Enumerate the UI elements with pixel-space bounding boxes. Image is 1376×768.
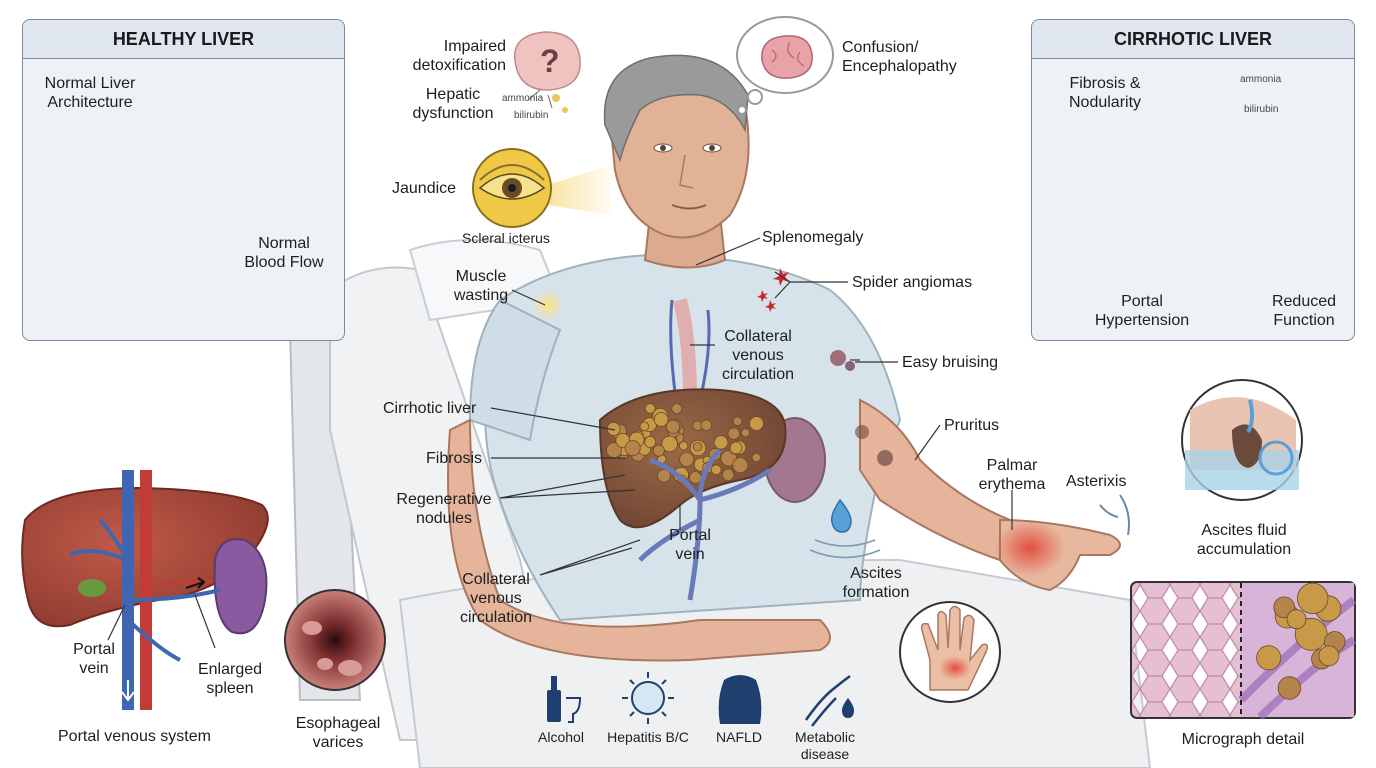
label-micrograph-detail: Micrograph detail <box>1181 731 1305 748</box>
nodule <box>727 427 741 440</box>
cirrhotic-panel-title: CIRRHOTIC LIVER <box>1032 20 1354 59</box>
nodule <box>661 435 678 453</box>
label-hepatic-dysfunction: Hepatic dysfunction <box>412 86 494 122</box>
nodule <box>678 441 689 451</box>
healthy-liver-panel: HEALTHY LIVER <box>22 19 345 341</box>
nodule <box>721 468 735 482</box>
nodule <box>710 464 722 476</box>
label-fibrosis: Fibrosis <box>426 450 483 467</box>
label-normal-blood-flow: Normal Blood Flow <box>244 235 324 271</box>
label-pruritus: Pruritus <box>944 417 1000 434</box>
label-collateral-circulation-top: Collateral venous circulation <box>721 328 795 383</box>
label-cirrhotic-liver: Cirrhotic liver <box>383 400 477 417</box>
nodule <box>624 440 641 457</box>
label-portal-vein: Portal vein <box>669 527 711 563</box>
label-ascites-formation: Ascites formation <box>842 565 910 601</box>
nodule <box>1296 582 1329 615</box>
question-brain-icon: ? <box>514 31 581 113</box>
nodule <box>652 444 665 457</box>
patient-illustration <box>447 54 1130 662</box>
spider-angioma-icons <box>757 268 789 312</box>
alcohol-bottle-icon <box>547 676 582 723</box>
nodule <box>741 428 751 438</box>
nodule <box>1318 645 1340 667</box>
svg-text:?: ? <box>540 43 560 79</box>
label-muscle-wasting: Muscle wasting <box>453 268 509 304</box>
portal-leaders <box>107 594 216 649</box>
label-portal-hypertension: Portal Hypertension <box>1094 293 1190 329</box>
label-bilirubin-panel: bilirubin <box>1244 104 1279 115</box>
nodule <box>732 416 743 427</box>
label-normal-architecture: Normal Liver Architecture <box>44 75 136 111</box>
palmar-erythema-icon <box>899 601 1001 703</box>
label-palmar-erythema: Palmar erythema <box>978 457 1046 493</box>
nodule <box>665 419 681 434</box>
micrograph-icon <box>1130 581 1357 720</box>
nodule <box>679 451 694 467</box>
label-regenerative-nodules: Regenerative nodules <box>396 491 492 527</box>
label-splenomegaly: Splenomegaly <box>762 229 864 246</box>
nodule <box>657 468 671 483</box>
leader-lines <box>490 237 1013 576</box>
nodule <box>644 435 657 448</box>
water-drop-icon <box>830 498 852 533</box>
cause-metabolic-disease: Metabolic disease <box>795 729 855 762</box>
label-ammonia: ammonia <box>502 93 544 104</box>
label-spider-angiomas: Spider angiomas <box>852 274 973 291</box>
nodule <box>671 403 683 415</box>
label-portal-vein-system: Portal vein <box>73 641 115 677</box>
label-ascites-fluid: Ascites fluid accumulation <box>1196 522 1292 558</box>
label-impaired-detoxification: Impaired detoxification <box>412 38 506 74</box>
dna-icon <box>804 675 854 727</box>
enlarged-spleen-icon <box>213 538 268 635</box>
cause-hepatitis: Hepatitis B/C <box>607 729 689 745</box>
portal-vein-icon <box>69 470 221 710</box>
nodule <box>732 457 749 474</box>
label-collateral-circulation-bottom: Collateral venous circulation <box>459 571 533 626</box>
nodule <box>653 412 669 427</box>
label-easy-bruising: Easy bruising <box>902 354 999 371</box>
brain-icon <box>761 35 813 79</box>
esophageal-varices-icon <box>284 589 386 691</box>
label-confusion: Confusion/ Encephalopathy <box>842 39 957 75</box>
nodule <box>751 452 762 463</box>
nodule <box>700 419 713 432</box>
label-fibrosis-nodularity: Fibrosis & Nodularity <box>1068 75 1142 111</box>
label-asterixis: Asterixis <box>1066 473 1127 490</box>
nodule <box>1286 609 1307 630</box>
nodule <box>713 435 729 450</box>
nodule <box>1256 645 1282 671</box>
label-scleral-icterus: Scleral icterus <box>462 230 550 246</box>
label-portal-venous-system: Portal venous system <box>58 728 211 745</box>
torso-icon <box>718 675 762 724</box>
label-bilirubin: bilirubin <box>514 110 549 121</box>
nodule <box>644 403 656 414</box>
nodule <box>692 442 703 452</box>
healthy-panel-title: HEALTHY LIVER <box>23 20 344 59</box>
label-reduced-function: Reduced Function <box>1271 293 1337 329</box>
cause-alcohol: Alcohol <box>538 729 584 745</box>
label-enlarged-spleen: Enlarged spleen <box>197 661 263 697</box>
label-esophageal-varices: Esophageal varices <box>295 715 381 751</box>
label-ammonia-panel: ammonia <box>1240 74 1282 85</box>
label-jaundice: Jaundice <box>392 180 457 197</box>
nodule <box>1277 676 1302 700</box>
ascites-inset-icon <box>1181 379 1303 501</box>
cause-nafld: NAFLD <box>716 729 762 745</box>
nodule <box>729 441 743 455</box>
jaundice-eye-icon <box>472 148 610 228</box>
nodule <box>749 416 764 431</box>
nodule <box>639 421 650 432</box>
virus-icon <box>622 672 674 724</box>
cirrhotic-liver-panel: CIRRHOTIC LIVER <box>1031 19 1355 341</box>
